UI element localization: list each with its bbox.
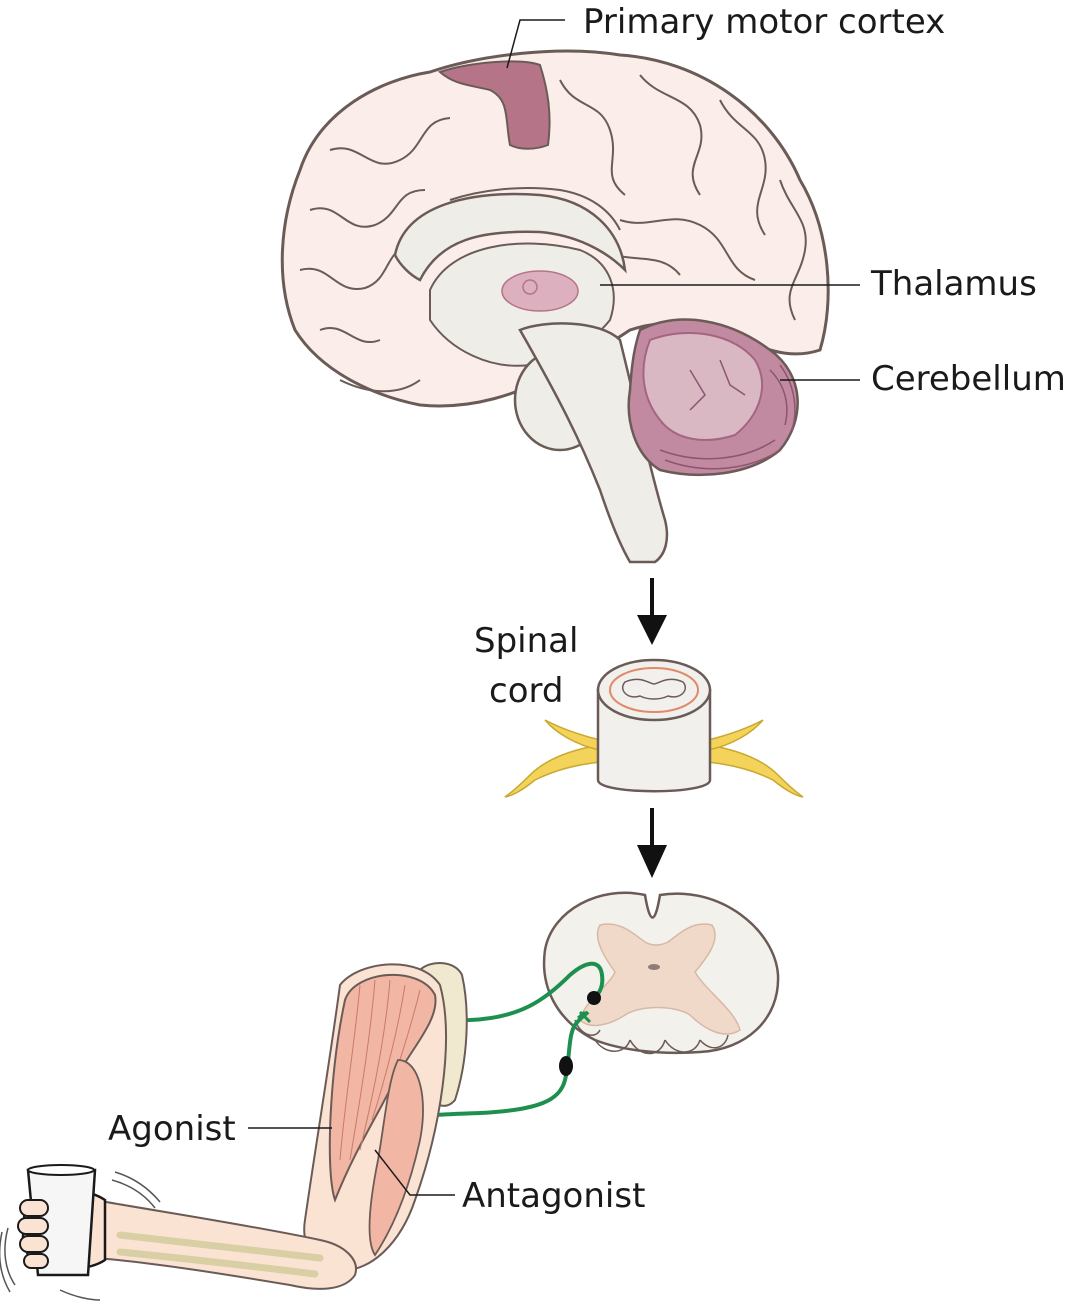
- brain: [280, 49, 830, 564]
- spinal-cord-cross-section: [542, 891, 780, 1055]
- fingers: [17, 1199, 49, 1269]
- label-thalamus: Thalamus: [870, 264, 1037, 304]
- gray-matter: [579, 923, 741, 1035]
- thalamus-center: [522, 279, 538, 295]
- label-spinal-cord-line2: cord: [489, 671, 563, 711]
- synapse-terminal: [577, 1010, 592, 1024]
- antagonist-muscle: [368, 1059, 424, 1257]
- label-antagonist: Antagonist: [462, 1176, 645, 1216]
- cord-top: [596, 658, 712, 722]
- nerve-left: [504, 744, 601, 798]
- cerebellum-folia: [659, 359, 796, 470]
- tremor-marks: [0, 1171, 161, 1301]
- forearm-bones: [116, 1231, 324, 1278]
- primary-motor-cortex-region: [438, 60, 551, 150]
- label-spinal-cord-line1: Spinal: [474, 621, 578, 661]
- sensory-cell-body: [587, 991, 601, 1005]
- nerve-left-upper: [544, 719, 601, 751]
- arm-leader-lines: [248, 1127, 455, 1196]
- arm: [0, 962, 468, 1301]
- cord-butterfly: [621, 678, 687, 700]
- label-agonist: Agonist: [108, 1109, 236, 1149]
- glass-rim: [27, 1164, 95, 1176]
- arrow-spinal-cord-to-cross-section: [637, 808, 667, 878]
- corpus-callosum: [393, 192, 627, 282]
- cord-top-ring: [609, 667, 699, 713]
- brain-leader-lines: [506, 19, 860, 381]
- motor-cell-body: [559, 1056, 573, 1076]
- nerve-right-upper: [707, 719, 764, 751]
- spinal-cord-segment: [504, 658, 804, 798]
- cerebellum-arbor: [642, 332, 764, 441]
- label-cerebellum: Cerebellum: [871, 359, 1066, 399]
- muscle-fibers: [339, 979, 421, 1161]
- label-primary-motor-cortex: Primary motor cortex: [583, 2, 945, 42]
- central-canal: [648, 964, 660, 970]
- arrow-brain-to-spinal-cord: [637, 578, 667, 645]
- ventral-roots: [574, 1019, 729, 1055]
- nerve-right: [707, 744, 804, 798]
- thalamus-region: [501, 270, 579, 312]
